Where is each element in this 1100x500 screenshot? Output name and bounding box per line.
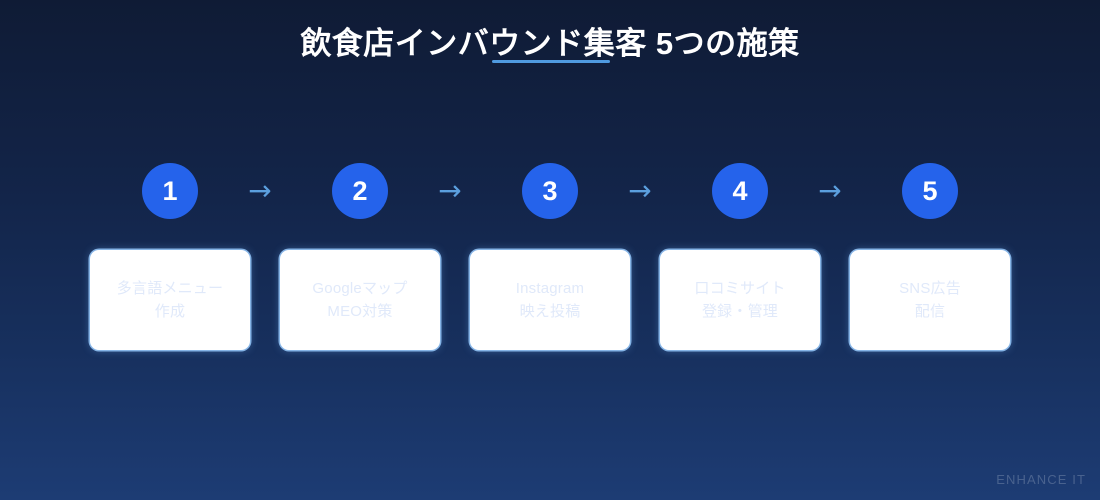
step-circle-3[interactable]: 3: [522, 163, 578, 219]
step-card-2[interactable]: Googleマップ MEO対策: [280, 250, 440, 350]
step-circle-4[interactable]: 4: [712, 163, 768, 219]
step-indicator-row: 1 → 2 → 3 → 4 → 5: [0, 163, 1100, 219]
step-circle-5[interactable]: 5: [902, 163, 958, 219]
title-block: 飲食店インバウンド集客 5つの施策: [0, 22, 1100, 66]
step-card-4[interactable]: 口コミサイト 登録・管理: [660, 250, 820, 350]
step-arrow-icon-1: →: [248, 174, 272, 207]
step-card-label-4: 口コミサイト 登録・管理: [694, 280, 786, 320]
step-circle-1[interactable]: 1: [142, 163, 198, 219]
step-card-row: 多言語メニュー 作成 Googleマップ MEO対策 Instagram 映え投…: [0, 250, 1100, 350]
step-number-5: 5: [922, 176, 938, 206]
step-card-3[interactable]: Instagram 映え投稿: [470, 250, 630, 350]
page-title: 飲食店インバウンド集客 5つの施策: [300, 26, 800, 61]
step-number-2: 2: [352, 176, 368, 206]
step-card-label-5: SNS広告 配信: [899, 280, 961, 320]
step-card-label-1: 多言語メニュー 作成: [116, 280, 224, 320]
step-card-label-3: Instagram 映え投稿: [515, 280, 585, 320]
step-number-4: 4: [732, 176, 748, 206]
step-card-label-2: Googleマップ MEO対策: [312, 280, 408, 320]
step-arrow-icon-2: →: [438, 174, 462, 207]
step-card-1[interactable]: 多言語メニュー 作成: [90, 250, 250, 350]
step-arrow-icon-4: →: [818, 174, 842, 207]
step-number-3: 3: [542, 176, 558, 206]
watermark-label: ENHANCE IT: [996, 472, 1086, 487]
step-card-5[interactable]: SNS広告 配信: [850, 250, 1010, 350]
title-underline-accent: [492, 60, 610, 63]
step-arrow-icon-3: →: [628, 174, 652, 207]
step-number-1: 1: [162, 176, 178, 206]
step-circle-2[interactable]: 2: [332, 163, 388, 219]
